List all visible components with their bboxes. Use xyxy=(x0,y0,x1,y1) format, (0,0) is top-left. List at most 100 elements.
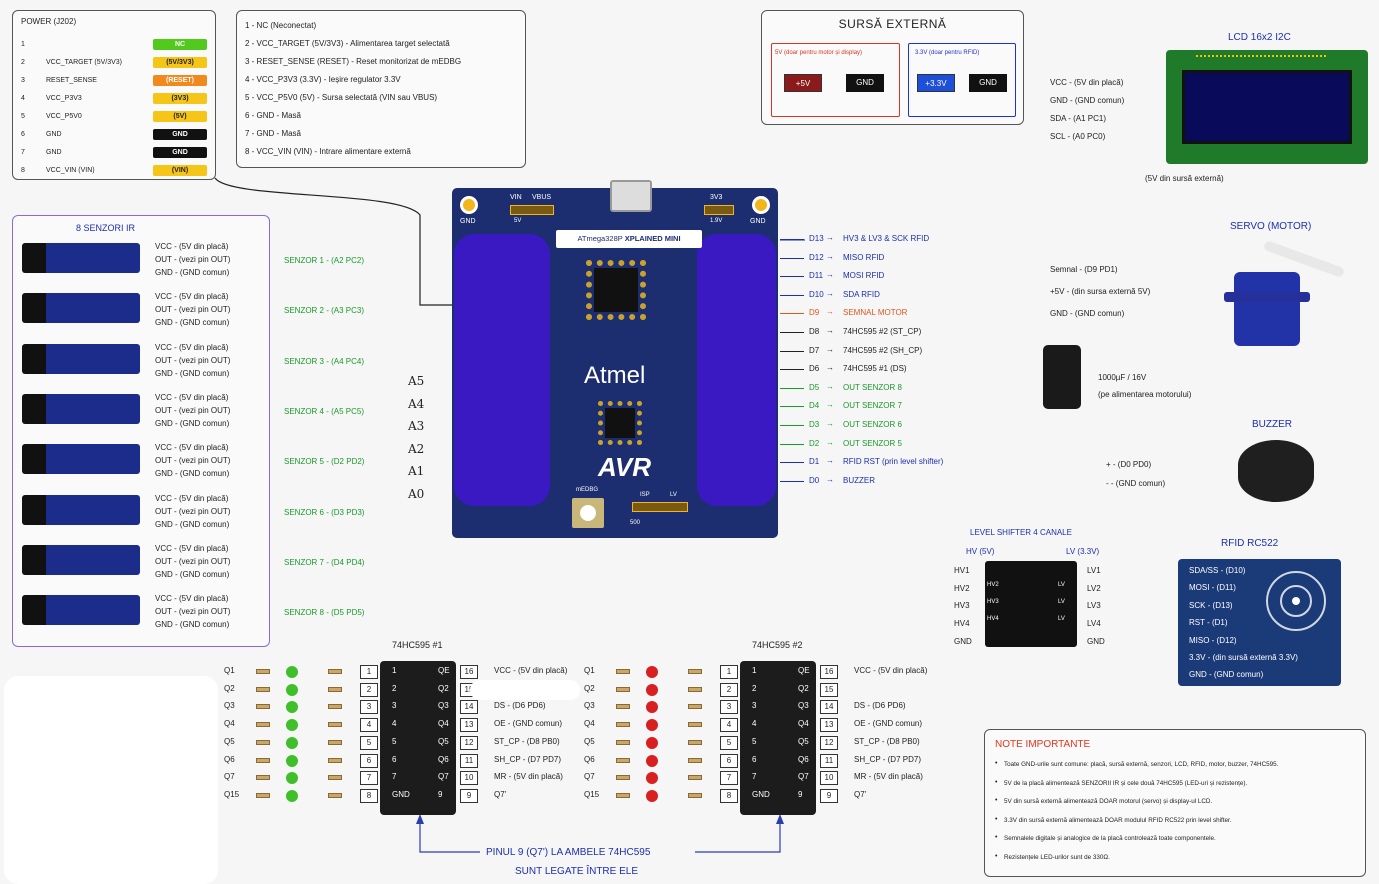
ic-left-pin: 7 xyxy=(720,771,738,786)
ic-left-pin: 5 xyxy=(360,735,378,750)
note-item: 3.3V din sursă externă alimentează DOAR … xyxy=(1004,816,1232,824)
arrow-icon: → xyxy=(826,400,834,410)
ic-inner-left: 7 xyxy=(392,772,397,782)
servo-image xyxy=(1222,239,1346,352)
ic-inner-left: 3 xyxy=(752,701,757,711)
led-output-label: Q15 xyxy=(224,789,240,799)
ic-left-pin: 6 xyxy=(360,753,378,768)
ic-inner-left: 4 xyxy=(752,719,757,729)
digital-pin-desc: OUT SENZOR 7 xyxy=(843,401,902,411)
servo-title: SERVO (MOTOR) xyxy=(1230,221,1312,232)
usb-port xyxy=(610,180,652,212)
resistor xyxy=(688,704,702,710)
ic-ext-label: SH_CP - (D7 PD7) xyxy=(494,754,561,764)
legend-line: 5 - VCC_P5V0 (5V) - Sursa selectată (VIN… xyxy=(245,93,438,102)
avr-logo: AVR xyxy=(598,452,651,482)
ic-right-pin: 9 xyxy=(460,788,478,803)
handwritten-label: A2 xyxy=(408,441,425,456)
resistor xyxy=(256,739,270,745)
v5-label: 5V xyxy=(514,218,522,224)
ic-inner-right: 9 xyxy=(798,789,803,799)
lcd-pin: SCL - (A0 PC0) xyxy=(1050,132,1106,141)
led-icon xyxy=(646,701,658,714)
servo-pin: +5V - (din sursa externă 5V) xyxy=(1050,287,1151,296)
level-shifter-hv: HV (5V) xyxy=(966,547,995,556)
capacitor-image xyxy=(1043,345,1081,409)
resistor xyxy=(616,686,630,692)
reset-button[interactable] xyxy=(572,498,604,528)
led-icon xyxy=(646,683,658,696)
power-pin-number: 7 xyxy=(21,149,25,156)
led-output-label: Q3 xyxy=(224,701,235,711)
ic-inner-left: 5 xyxy=(752,736,757,746)
ic-left-pin: 2 xyxy=(720,682,738,697)
led-output-label: Q3 xyxy=(584,701,595,711)
pin-wire xyxy=(780,462,804,464)
ic-right-pin: 10 xyxy=(460,771,478,786)
arrow-icon: → xyxy=(826,270,834,280)
digital-pin-desc: OUT SENZOR 6 xyxy=(843,420,902,429)
ic-ext-label: VCC - (5V din placă) xyxy=(854,666,928,675)
resistor xyxy=(256,775,270,781)
digital-pin-id: D6 xyxy=(809,364,820,374)
led-icon xyxy=(286,754,298,767)
power-pin-name: VCC_TARGET (5V/3V3) xyxy=(46,59,122,66)
ic-inner-right: Q2 xyxy=(438,683,449,693)
ic-right-pin: 12 xyxy=(820,735,838,750)
handwritten-label: A3 xyxy=(408,419,425,433)
atmel-logo: Atmel xyxy=(584,362,646,389)
gnd-terminal-3v3: GND xyxy=(969,74,1007,92)
ic-right-pin: 11 xyxy=(820,753,838,768)
ls-inner-right: LV xyxy=(1058,582,1065,588)
resistor xyxy=(688,722,702,728)
bottom-caption-2: SUNT LEGATE ÎNTRE ELE xyxy=(515,866,638,877)
note-item: Rezistențele LED-urilor sunt de 330Ω. xyxy=(1004,854,1110,861)
ir-sensor-image xyxy=(22,595,140,626)
legend-line: 8 - VCC_VIN (VIN) - Intrare alimentare e… xyxy=(245,147,411,156)
ic-inner-right: Q3 xyxy=(438,701,449,711)
led-icon xyxy=(286,719,298,732)
resistor xyxy=(256,669,270,674)
digital-pin-id: D9 xyxy=(809,308,820,318)
level-shifter-board xyxy=(985,561,1077,647)
sensor-label: SENZOR 5 - (D2 PD2) xyxy=(284,457,365,467)
board-name-b: XPLAINED MINI xyxy=(624,234,681,243)
led-icon xyxy=(286,772,298,785)
ic-inner-right: Q4 xyxy=(438,719,449,729)
v19-label: 1.9V xyxy=(710,218,723,224)
vin-label: VIN xyxy=(510,194,522,201)
legend-line: 6 - GND - Masă xyxy=(245,111,302,120)
pin-wire xyxy=(780,350,804,352)
power-pin-name: RESET_SENSE xyxy=(46,77,97,84)
ic-inner-right: 9 xyxy=(438,789,443,799)
power-pin-number: 5 xyxy=(21,113,25,120)
ls-right-pin: LV4 xyxy=(1087,619,1101,629)
resistor xyxy=(256,704,270,710)
resistor xyxy=(616,792,630,798)
power-pin-tag: GND xyxy=(153,129,207,140)
power-pin-name: VCC_P5V0 xyxy=(46,113,82,120)
gnd-terminal-5v: GND xyxy=(846,74,884,92)
ic-inner-left: GND xyxy=(392,789,410,799)
ic-inner-right: Q6 xyxy=(438,754,449,764)
pin-wire xyxy=(780,332,804,333)
ic-right-pin: 13 xyxy=(820,718,838,733)
supply-3v3-label: 3.3V (doar pentru RFID) xyxy=(915,50,980,56)
ls-inner-left: HV3 xyxy=(987,599,999,605)
ic-left-pin: 4 xyxy=(360,718,378,733)
power-pin-name: GND xyxy=(46,131,62,138)
sensor-label: SENZOR 2 - (A3 PC3) xyxy=(284,306,365,316)
servo-pin: GND - (GND comun) xyxy=(1050,309,1125,318)
resistor xyxy=(688,792,702,798)
ic-title: 74HC595 #1 xyxy=(392,640,443,650)
digital-pin-desc: 74HC595 #2 (SH_CP) xyxy=(843,345,923,355)
resistor xyxy=(616,775,630,781)
servo-pin: Semnal - (D9 PD1) xyxy=(1050,265,1118,274)
ic-inner-left: 3 xyxy=(392,701,397,711)
sensor-gnd: GND - (GND comun) xyxy=(155,318,230,328)
ls-left-pin: HV1 xyxy=(954,566,970,575)
ic-right-pin: 14 xyxy=(460,700,478,715)
sensor-label: SENZOR 6 - (D3 PD3) xyxy=(284,507,365,517)
ir-sensor-image xyxy=(22,494,140,525)
arrow-icon: → xyxy=(826,344,834,354)
